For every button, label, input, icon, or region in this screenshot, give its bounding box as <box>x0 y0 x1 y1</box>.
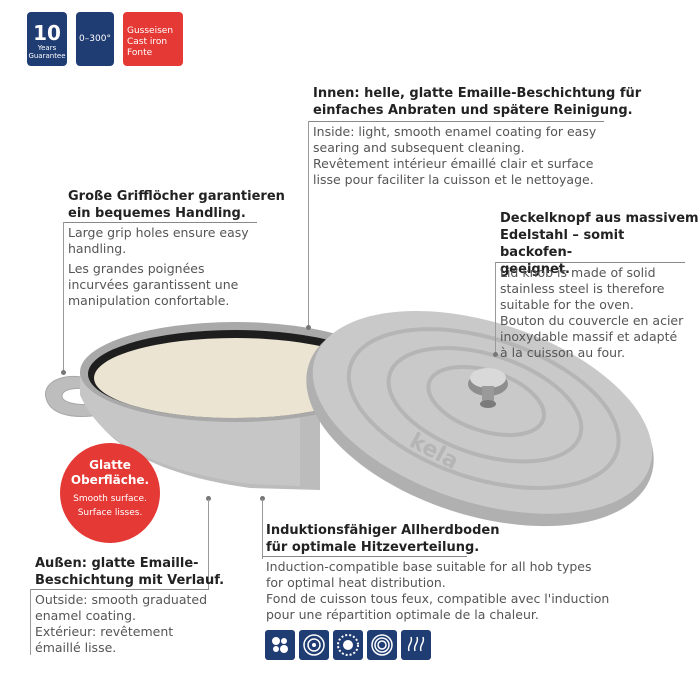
interior-pointer-dot <box>306 325 311 330</box>
handles-text-line4: incurvées garantissent une <box>68 277 239 292</box>
knob-heading-line2: Edelstahl – somit backofen- <box>500 228 625 260</box>
handles-heading: Große Grifflöcher garantieren ein bequem… <box>68 188 285 222</box>
handles-text-line2: handling. <box>68 241 127 256</box>
handles-text: Large grip holes ensure easy handling. L… <box>68 225 249 309</box>
knob-heading-line3: geeignet. <box>500 262 570 277</box>
interior-heading-line2: einfaches Anbraten und spätere Reinigung… <box>313 103 633 118</box>
exterior-text: Outside: smooth graduated enamel coating… <box>35 592 207 656</box>
knob-text-line2: stainless steel is therefore <box>500 281 665 296</box>
exterior-text-line4: émaillé lisse. <box>35 640 117 655</box>
warranty-years: 10 <box>33 21 61 45</box>
surface-text-fr: Surface lisses. <box>77 508 143 518</box>
warranty-label-guarantee: Guarantee <box>28 52 66 60</box>
ceramic-hob-icon <box>265 630 295 660</box>
handles-heading-line2: ein bequemes Handling. <box>68 206 246 221</box>
interior-heading-line1: Innen: helle, glatte Emaille-Beschichtun… <box>313 86 642 101</box>
material-badge: Gusseisen Cast iron Fonte <box>123 12 183 66</box>
oven-icon <box>401 630 431 660</box>
handles-text-line5: manipulation confortable. <box>68 293 230 308</box>
temperature-badge: 0–300° <box>76 12 114 66</box>
knob-text-line4: Bouton du couvercle en acier <box>500 313 684 328</box>
lid <box>306 310 654 527</box>
handles-rule <box>63 222 257 223</box>
base-pointer-dot <box>260 496 265 501</box>
exterior-rule <box>30 589 209 590</box>
interior-heading: Innen: helle, glatte Emaille-Beschichtun… <box>313 85 641 119</box>
interior-text-line2: searing and subsequent cleaning. <box>313 140 525 155</box>
lid-knob <box>468 368 508 408</box>
warranty-badge: 10 Years Guarantee <box>27 12 67 66</box>
knob-pointer-line <box>495 262 496 354</box>
exterior-heading-line2: Beschichtung mit Verlauf. <box>35 573 225 588</box>
knob-text: Lid knob is made of solid stainless stee… <box>500 265 683 361</box>
exterior-pointer-dot <box>206 496 211 501</box>
interior-text: Inside: light, smooth enamel coating for… <box>313 124 596 188</box>
base-heading-line2: für optimale Hitzeverteilung. <box>266 540 480 555</box>
interior-text-line4: lisse pour faciliter la cuisson et le ne… <box>313 172 594 187</box>
electric-plate-icon <box>299 630 329 660</box>
base-text-line2: for optimal heat distribution. <box>266 575 446 590</box>
base-text-line1: Induction-compatible base suitable for a… <box>266 559 592 574</box>
knob-heading-line1: Deckelknopf aus massivem <box>500 211 699 226</box>
base-text-line3: Fond de cuisson tous feux, compatible av… <box>266 591 610 606</box>
enamel-interior <box>94 338 376 418</box>
interior-text-line1: Inside: light, smooth enamel coating for… <box>313 124 597 139</box>
knob-text-line6: à la cuisson au four. <box>500 345 626 360</box>
interior-rule <box>308 121 604 122</box>
base-rule <box>262 556 467 557</box>
gas-hob-icon <box>333 630 363 660</box>
handles-pointer-line <box>63 222 64 372</box>
base-heading: Induktionsfähiger Allherdboden für optim… <box>266 522 499 556</box>
surface-text-en: Smooth surface. <box>73 494 147 504</box>
knob-heading: Deckelknopf aus massivem Edelstahl – som… <box>500 210 700 278</box>
material-de: Gusseisen <box>127 26 174 36</box>
handles-heading-line1: Große Grifflöcher garantieren <box>68 189 285 204</box>
induction-hob-icon <box>367 630 397 660</box>
exterior-left-line <box>30 589 31 655</box>
interior-pointer-line <box>308 121 309 327</box>
knob-text-line1: Lid knob is made of solid <box>500 265 656 280</box>
knob-pointer-dot <box>493 352 498 357</box>
exterior-text-line1: Outside: smooth graduated <box>35 592 208 607</box>
surface-heading-line2: Oberfläche. <box>70 473 150 487</box>
handles-text-line1: Large grip holes ensure easy <box>68 225 249 240</box>
base-heading-line1: Induktionsfähiger Allherdboden <box>266 523 500 538</box>
base-text: Induction-compatible base suitable for a… <box>266 559 609 623</box>
smooth-surface-badge: Glatte Oberfläche. Smooth surface. Surfa… <box>60 443 160 543</box>
exterior-heading-line1: Außen: glatte Emaille- <box>35 556 199 571</box>
interior-text-line3: Revêtement intérieur émaillé clair et su… <box>313 156 594 171</box>
material-fr: Fonte <box>127 48 153 58</box>
exterior-text-line3: Extérieur: revêtement <box>35 624 174 639</box>
material-en: Cast iron <box>127 37 168 47</box>
knob-rule <box>495 262 685 263</box>
handles-pointer-dot <box>61 370 66 375</box>
exterior-text-line2: enamel coating. <box>35 608 136 623</box>
knob-text-line3: suitable for the oven. <box>500 297 634 312</box>
exterior-heading: Außen: glatte Emaille- Beschichtung mit … <box>35 555 224 589</box>
base-pointer-line <box>262 499 263 559</box>
temperature-range: 0–300° <box>79 34 111 44</box>
handles-text-line3: Les grandes poignées <box>68 261 205 276</box>
base-text-line4: pour une répartition optimale de la chal… <box>266 607 539 622</box>
hob-type-icons <box>265 630 431 660</box>
knob-text-line5: inoxydable massif et adapté <box>500 329 678 344</box>
warranty-label-years: Years <box>37 44 57 52</box>
exterior-pointer-line <box>208 499 209 589</box>
surface-heading-line1: Glatte <box>89 458 131 472</box>
